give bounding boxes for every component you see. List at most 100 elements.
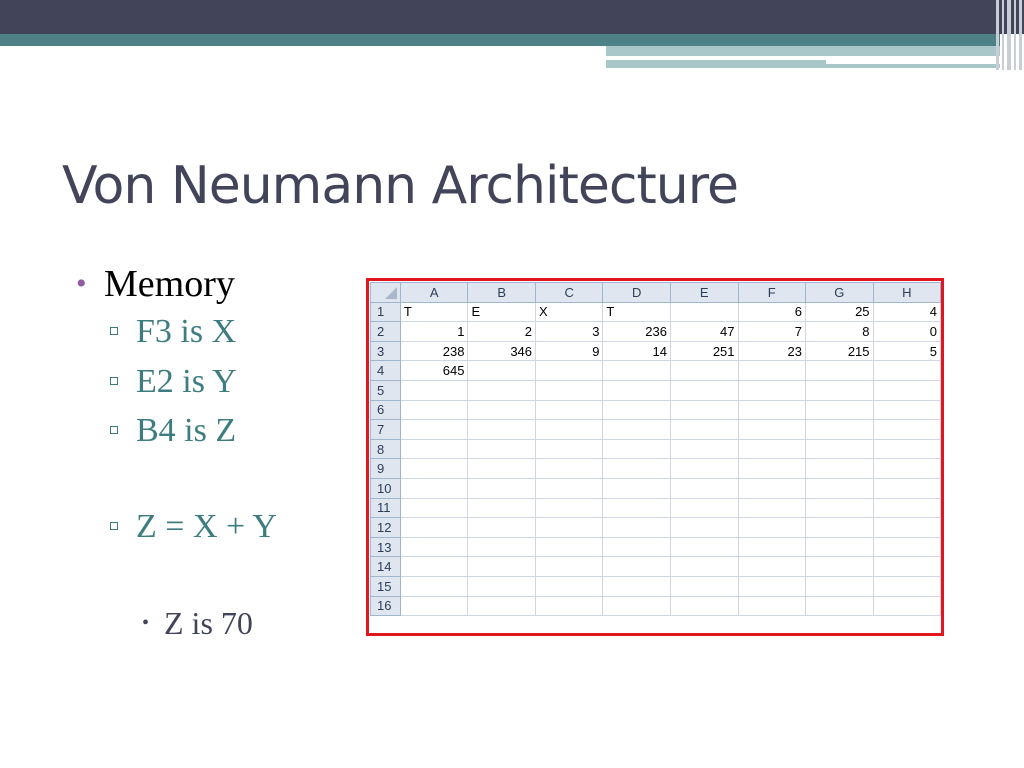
row-header[interactable]: 7 (370, 419, 401, 440)
cell-d13[interactable] (602, 536, 671, 558)
row-header[interactable]: 3 (370, 340, 401, 362)
cell-c5[interactable] (535, 379, 604, 401)
cell-g10[interactable] (804, 477, 874, 499)
cell-e16[interactable] (669, 595, 739, 617)
cell-a5[interactable] (399, 379, 469, 401)
cell-f1[interactable]: 6 (737, 301, 806, 323)
column-header-c[interactable]: C (535, 282, 604, 303)
cell-d14[interactable] (602, 556, 671, 577)
cell-f16[interactable] (737, 595, 806, 617)
cell-g7[interactable] (804, 419, 874, 440)
cell-c16[interactable] (535, 595, 604, 617)
cell-d15[interactable] (602, 575, 671, 597)
cell-g15[interactable] (804, 575, 874, 597)
cell-b9[interactable] (467, 458, 537, 479)
cell-f5[interactable] (737, 379, 806, 401)
cell-b15[interactable] (467, 575, 537, 597)
row-header[interactable]: 8 (370, 438, 401, 460)
cell-f12[interactable] (737, 517, 806, 538)
cell-f7[interactable] (737, 419, 806, 440)
cell-c11[interactable] (535, 497, 604, 519)
cell-f6[interactable] (737, 399, 806, 421)
cell-g14[interactable] (804, 556, 874, 577)
row-header[interactable]: 1 (370, 301, 401, 323)
cell-f13[interactable] (737, 536, 806, 558)
cell-a13[interactable] (399, 536, 469, 558)
row-header[interactable]: 9 (370, 458, 401, 479)
cell-g9[interactable] (804, 458, 874, 479)
cell-b2[interactable]: 2 (467, 321, 537, 342)
cell-d6[interactable] (602, 399, 671, 421)
cell-d10[interactable] (602, 477, 671, 499)
cell-b14[interactable] (467, 556, 537, 577)
cell-d7[interactable] (602, 419, 671, 440)
cell-d3[interactable]: 14 (602, 340, 671, 362)
cell-d2[interactable]: 236 (602, 321, 671, 342)
cell-h10[interactable] (872, 477, 942, 499)
row-header[interactable]: 14 (370, 556, 401, 577)
cell-e12[interactable] (669, 517, 739, 538)
column-header-a[interactable]: A (399, 282, 469, 303)
cell-a16[interactable] (399, 595, 469, 617)
cell-e14[interactable] (669, 556, 739, 577)
cell-a6[interactable] (399, 399, 469, 421)
cell-g4[interactable] (804, 360, 874, 381)
cell-b6[interactable] (467, 399, 537, 421)
cell-a9[interactable] (399, 458, 469, 479)
cell-b5[interactable] (467, 379, 537, 401)
cell-c7[interactable] (535, 419, 604, 440)
cell-a4[interactable]: 645 (399, 360, 469, 381)
cell-h15[interactable] (872, 575, 942, 597)
cell-h14[interactable] (872, 556, 942, 577)
cell-h13[interactable] (872, 536, 942, 558)
cell-f11[interactable] (737, 497, 806, 519)
cell-e6[interactable] (669, 399, 739, 421)
cell-c2[interactable]: 3 (535, 321, 604, 342)
cell-b13[interactable] (467, 536, 537, 558)
cell-f9[interactable] (737, 458, 806, 479)
cell-h1[interactable]: 4 (872, 301, 942, 323)
cell-a12[interactable] (399, 517, 469, 538)
cell-h7[interactable] (872, 419, 942, 440)
cell-d12[interactable] (602, 517, 671, 538)
cell-c15[interactable] (535, 575, 604, 597)
cell-g1[interactable]: 25 (804, 301, 874, 323)
cell-a8[interactable] (399, 438, 469, 460)
cell-a3[interactable]: 238 (399, 340, 469, 362)
cell-g8[interactable] (804, 438, 874, 460)
row-header[interactable]: 6 (370, 399, 401, 421)
cell-b11[interactable] (467, 497, 537, 519)
cell-h11[interactable] (872, 497, 942, 519)
cell-c9[interactable] (535, 458, 604, 479)
column-header-h[interactable]: H (872, 282, 942, 303)
cell-a14[interactable] (399, 556, 469, 577)
cell-f10[interactable] (737, 477, 806, 499)
cell-c10[interactable] (535, 477, 604, 499)
cell-g6[interactable] (804, 399, 874, 421)
row-header[interactable]: 16 (370, 595, 401, 617)
cell-d4[interactable] (602, 360, 671, 381)
cell-g2[interactable]: 8 (804, 321, 874, 342)
cell-e1[interactable] (669, 301, 739, 323)
cell-e7[interactable] (669, 419, 739, 440)
select-all-corner[interactable] (370, 282, 401, 303)
cell-d5[interactable] (602, 379, 671, 401)
cell-a15[interactable] (399, 575, 469, 597)
cell-f15[interactable] (737, 575, 806, 597)
column-header-g[interactable]: G (804, 282, 874, 303)
cell-d11[interactable] (602, 497, 671, 519)
cell-e9[interactable] (669, 458, 739, 479)
cell-b4[interactable] (467, 360, 537, 381)
cell-g3[interactable]: 215 (804, 340, 874, 362)
cell-h3[interactable]: 5 (872, 340, 942, 362)
cell-a11[interactable] (399, 497, 469, 519)
cell-a1[interactable]: T (399, 301, 469, 323)
cell-h9[interactable] (872, 458, 942, 479)
cell-h16[interactable] (872, 595, 942, 617)
cell-g16[interactable] (804, 595, 874, 617)
cell-f8[interactable] (737, 438, 806, 460)
cell-g11[interactable] (804, 497, 874, 519)
row-header[interactable]: 13 (370, 536, 401, 558)
cell-g12[interactable] (804, 517, 874, 538)
cell-h12[interactable] (872, 517, 942, 538)
